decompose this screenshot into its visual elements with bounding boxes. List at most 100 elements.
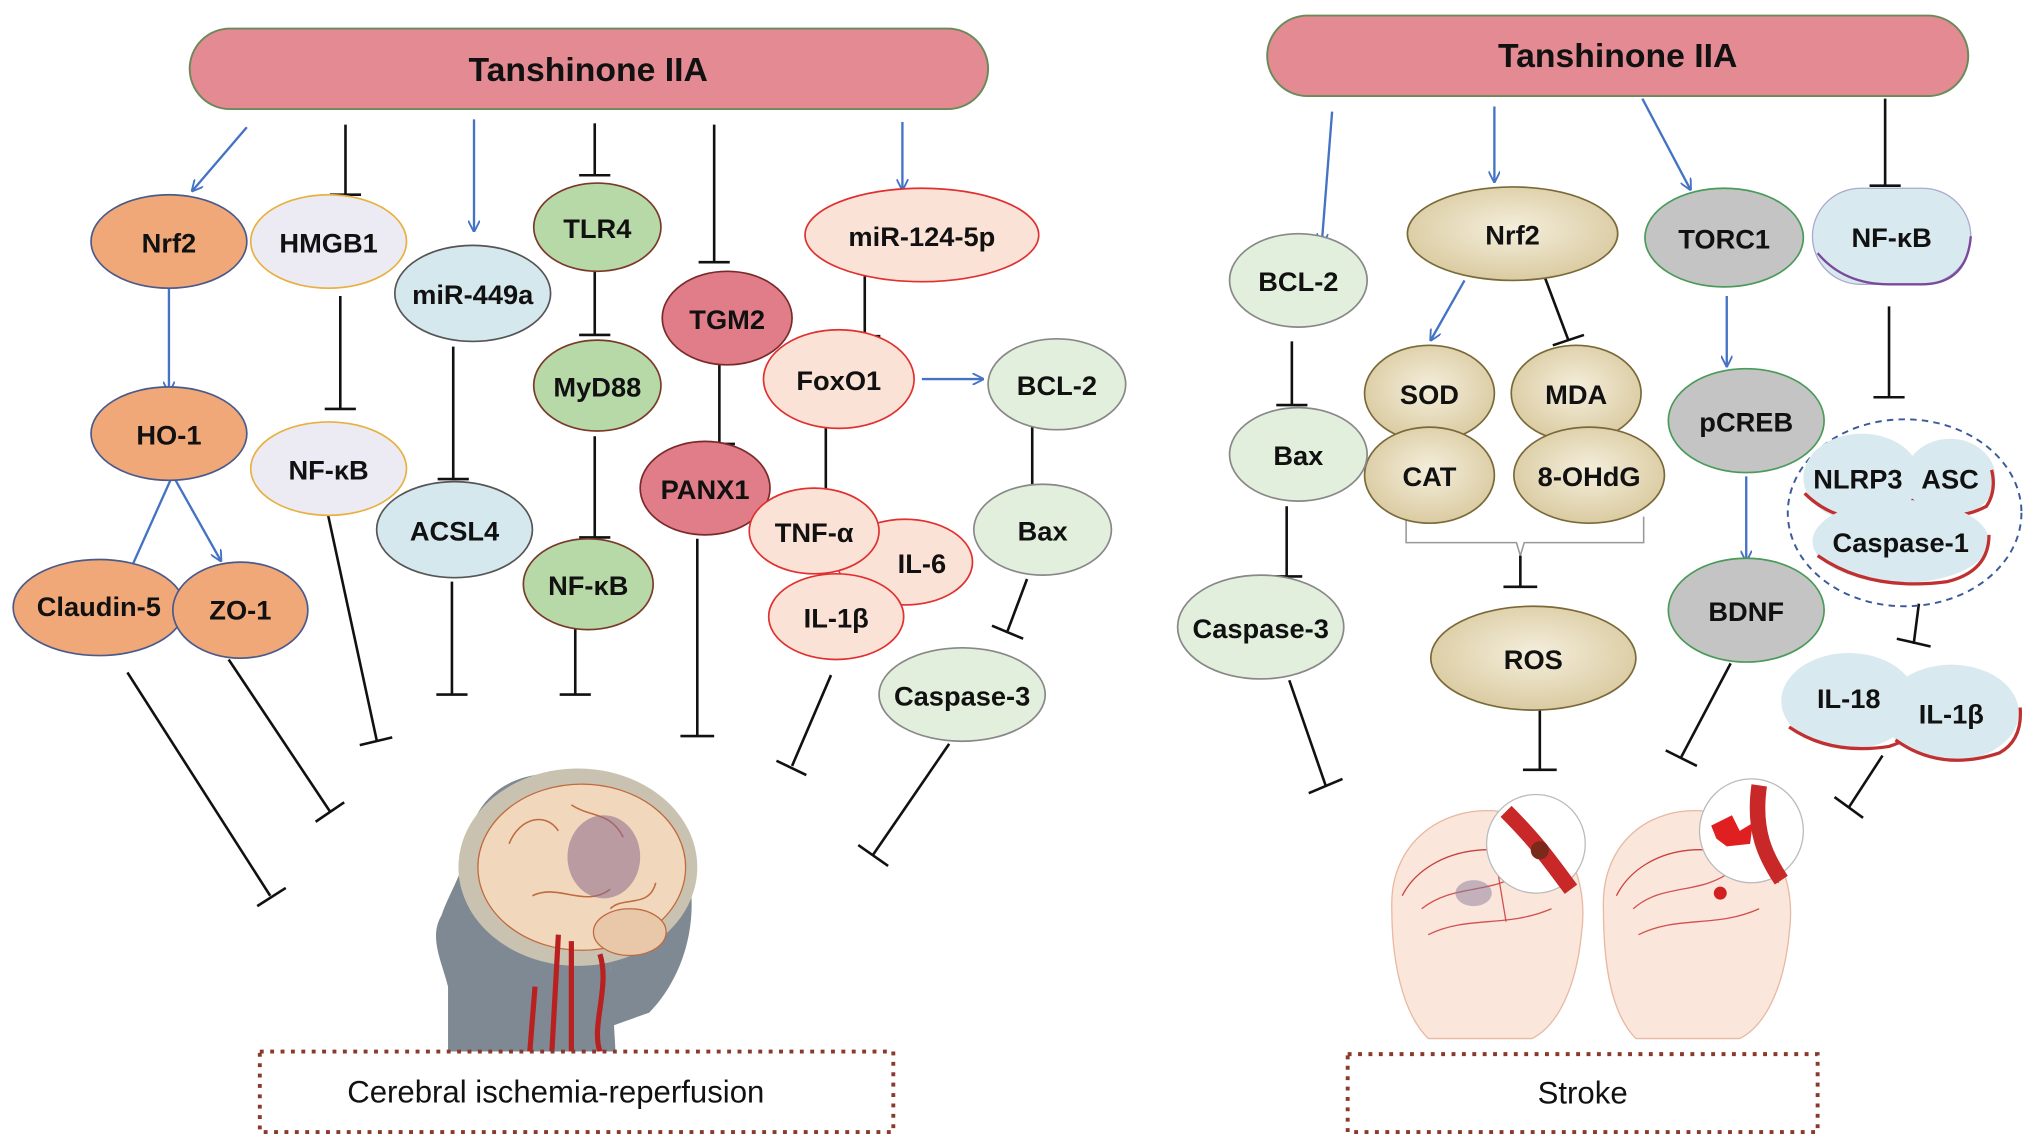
svg-text:Bax: Bax	[1018, 515, 1068, 546]
svg-text:Caspase-1: Caspase-1	[1833, 527, 1969, 558]
svg-text:IL-6: IL-6	[898, 548, 946, 579]
right-title: Tanshinone IIA	[1498, 37, 1737, 75]
svg-text:TNF-α: TNF-α	[775, 517, 854, 548]
svg-text:BDNF: BDNF	[1708, 596, 1784, 627]
node-mda: MDA	[1510, 344, 1642, 443]
svg-text:miR-124-5p: miR-124-5p	[848, 221, 995, 252]
svg-text:IL-1β: IL-1β	[804, 602, 869, 633]
inhibit-bar	[1308, 777, 1343, 795]
node-acsl4: ACSL4	[375, 480, 534, 579]
stroke-heads-illustration	[1391, 778, 1804, 1040]
edge-il1b-outcome	[790, 674, 833, 767]
svg-text:NF-κB: NF-κB	[548, 570, 628, 601]
inhibit-bar	[775, 759, 807, 777]
svg-text:IL-18: IL-18	[1817, 683, 1881, 714]
inhibit-bar	[359, 736, 393, 747]
node-il1b-a: IL-1β	[767, 572, 905, 661]
svg-text:CAT: CAT	[1402, 461, 1456, 492]
edge-tan-torc1	[1641, 98, 1690, 190]
node-pcreb: pCREB	[1667, 367, 1825, 474]
node-nfkb-b: NF-κB	[522, 537, 655, 631]
node-mir1245p: miR-124-5p	[804, 187, 1040, 283]
svg-text:Nrf2: Nrf2	[1485, 219, 1540, 250]
left-title-bar	[188, 27, 990, 111]
node-bcl2-a: BCL-2	[987, 337, 1127, 431]
svg-text:FoxO1: FoxO1	[796, 365, 881, 396]
svg-text:TGM2: TGM2	[689, 304, 765, 335]
node-myd88: MyD88	[532, 339, 662, 432]
edge-nfkb-outcome	[326, 511, 378, 741]
inhibit-bar	[314, 801, 345, 823]
svg-text:BCL-2: BCL-2	[1017, 370, 1097, 401]
node-sod: SOD	[1363, 344, 1496, 443]
svg-text:NLRP3: NLRP3	[1813, 464, 1902, 495]
svg-text:Claudin-5: Claudin-5	[37, 591, 161, 622]
svg-text:Nrf2: Nrf2	[142, 227, 197, 258]
node-ho1: HO-1	[90, 386, 248, 482]
svg-text:Caspase-3: Caspase-3	[894, 680, 1030, 711]
node-panx1: PANX1	[639, 440, 771, 536]
svg-text:HMGB1: HMGB1	[279, 227, 377, 258]
node-il1b-b: IL-1β	[1883, 664, 2023, 762]
node-bdnf: BDNF	[1667, 557, 1825, 663]
node-nfkb-c: NF-κB	[1811, 187, 1972, 286]
svg-text:TLR4: TLR4	[563, 213, 632, 244]
inflammasome-complex-outline	[1786, 418, 2023, 608]
right-title-bar	[1266, 14, 1970, 98]
node-nrf2-b: Nrf2	[1406, 186, 1619, 282]
svg-text:MDA: MDA	[1545, 379, 1607, 410]
inhibit-bar	[1665, 749, 1698, 768]
node-nrf2: Nrf2	[90, 193, 248, 290]
node-nlrp3: NLRP3	[1803, 433, 1924, 522]
svg-text:BCL-2: BCL-2	[1258, 266, 1338, 297]
svg-text:ASC: ASC	[1921, 464, 1979, 495]
node-casp3-b: Caspase-3	[1176, 574, 1345, 680]
svg-text:NF-κB: NF-κB	[1851, 222, 1931, 253]
left-panel: Tanshinone IIA Nrf2 HMGB1 miR	[12, 27, 1127, 1134]
edge-nrf2-mda	[1543, 277, 1570, 341]
svg-text:SOD: SOD	[1400, 379, 1459, 410]
svg-text:Bax: Bax	[1273, 440, 1323, 471]
edge-bdnf-outcome	[1680, 662, 1732, 758]
node-tnfa: TNF-α	[748, 487, 880, 575]
inhibit-bar	[857, 844, 889, 867]
svg-text:IL-1β: IL-1β	[1919, 699, 1984, 730]
node-cat: CAT	[1363, 426, 1496, 525]
inhibit-bar	[991, 624, 1024, 640]
right-condition-label: Stroke	[1538, 1076, 1628, 1111]
node-bcl2-b: BCL-2	[1228, 232, 1369, 328]
node-torc1: TORC1	[1644, 187, 1805, 288]
svg-text:TORC1: TORC1	[1678, 223, 1770, 254]
node-bax-b: Bax	[1228, 406, 1369, 502]
node-foxo1: FoxO1	[762, 328, 915, 430]
edge-tan-nrf2	[192, 126, 248, 191]
svg-text:ZO-1: ZO-1	[209, 595, 271, 626]
svg-text:Caspase-3: Caspase-3	[1193, 613, 1329, 644]
node-claudin5: Claudin-5	[12, 558, 186, 657]
svg-text:8-OHdG: 8-OHdG	[1538, 461, 1641, 492]
right-panel: Tanshinone IIA BCL-2 Nrf2 TORC1 NF-κB SO…	[1176, 14, 2023, 1134]
svg-text:ACSL4: ACSL4	[410, 515, 500, 546]
edge-tan-bcl2	[1322, 111, 1334, 244]
svg-text:PANX1: PANX1	[661, 474, 750, 505]
node-nfkb-a: NF-κB	[249, 421, 408, 517]
node-casp1: Caspase-1	[1812, 499, 1991, 586]
node-mir449a: miR-449a	[393, 244, 552, 343]
node-8ohdg: 8-OHdG	[1513, 426, 1666, 525]
inhibit-bar	[1552, 333, 1585, 347]
svg-text:HO-1: HO-1	[136, 419, 201, 450]
edge-bax-casp3	[1006, 578, 1029, 632]
edge-inflammasome-il	[1912, 603, 1921, 645]
left-title: Tanshinone IIA	[469, 51, 708, 89]
left-condition-label: Cerebral ischemia-reperfusion	[347, 1074, 764, 1109]
svg-text:pCREB: pCREB	[1699, 406, 1793, 437]
node-tgm2: TGM2	[661, 270, 793, 366]
inhibit-bar	[1896, 637, 1931, 648]
left-condition-box	[257, 1049, 896, 1134]
inhibit-bar	[256, 886, 287, 908]
ischemic-stroke-head	[1391, 793, 1586, 1040]
node-zo1: ZO-1	[171, 561, 309, 660]
svg-text:ROS: ROS	[1504, 644, 1563, 675]
node-tlr4: TLR4	[532, 182, 662, 273]
